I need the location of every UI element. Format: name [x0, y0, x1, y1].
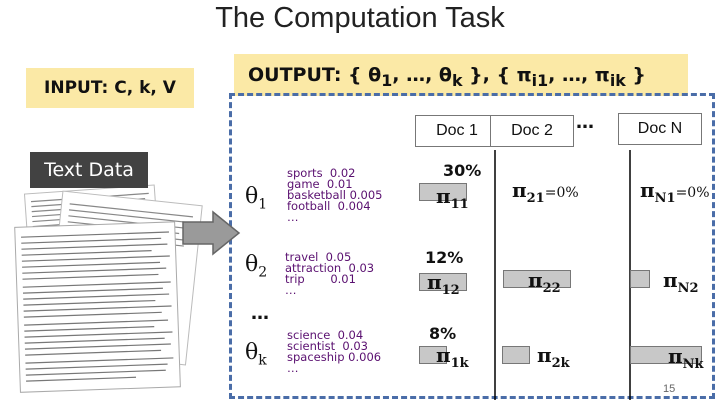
pi-12-symbol: π — [427, 270, 442, 294]
topic-k-word-1: science 0.04 — [287, 328, 364, 342]
pi-22-sub: 22 — [542, 281, 561, 296]
row-2-doc-1-bar — [419, 273, 467, 291]
row-1-percent: 30% — [443, 161, 482, 180]
topic-1-word-2: game 0.01 — [287, 177, 353, 191]
topic-k-word-3: spaceship 0.006 — [287, 350, 382, 364]
pi-11-sub: 11 — [450, 197, 469, 212]
output-theta-k: θ — [438, 64, 452, 86]
topic-1-word-5: … — [287, 210, 299, 224]
row-2-percent: 12% — [425, 248, 464, 267]
topic-1-theta: θ — [245, 184, 259, 209]
topic-1-word-4: football 0.004 — [287, 199, 371, 213]
page-front-lines — [21, 231, 174, 382]
docs-ellipsis: … — [576, 112, 595, 133]
output-region-border — [229, 93, 715, 399]
output-mid-1: , …, — [392, 64, 439, 86]
output-theta-1-sub: 1 — [381, 70, 393, 90]
output-pi-k: π — [594, 64, 610, 86]
topic-k-words: science 0.04 scientist 0.03 spaceship 0.… — [287, 328, 382, 375]
row-1-doc-2-pi: π21=0% — [512, 178, 579, 206]
pi-2k-symbol: π — [537, 343, 552, 367]
row-2-doc-n-pi: πN2 — [663, 268, 699, 296]
row-3-doc-n-bar — [630, 346, 702, 364]
topic-k-word-2: scientist 0.03 — [287, 339, 368, 353]
row-1-doc-1-bar — [419, 183, 467, 201]
topic-k-theta: θ — [245, 340, 259, 365]
pi-21-sub: 21 — [526, 191, 545, 206]
pi-n1-sub: N1 — [654, 191, 676, 206]
topic-2-theta: θ — [245, 252, 259, 277]
input-label: INPUT: C, k, V — [26, 68, 194, 108]
doc-2-label: Doc 2 — [490, 115, 574, 147]
output-theta-k-sub: k — [451, 70, 463, 90]
output-mid-3: , …, — [548, 64, 595, 86]
topic-2-words: travel 0.05 attraction 0.03 trip 0.01 … — [285, 250, 375, 297]
output-pi-k-sub: ik — [609, 70, 626, 90]
topic-1-words: sports 0.02 game 0.01 basketball 0.005 f… — [287, 166, 383, 224]
output-suffix: } — [625, 64, 646, 86]
row-2-doc-n-bar — [630, 270, 650, 288]
doc-n-label: Doc N — [618, 113, 702, 145]
page-number: 15 — [663, 383, 676, 395]
row-2-doc-1-pi: π12 — [427, 270, 460, 298]
row-2-doc-2-pi: π22 — [528, 268, 561, 296]
row-1-doc-n-pi: πN1=0% — [640, 178, 710, 206]
pi-nk-sub: Nk — [682, 357, 704, 372]
slide-title: The Computation Task — [215, 2, 505, 34]
output-pi-1: π — [516, 64, 532, 86]
topic-2-word-2: attraction 0.03 — [285, 261, 375, 275]
pi-12-sub: 12 — [441, 283, 460, 298]
row-2-doc-2-bar — [503, 270, 571, 288]
row-3-percent: 8% — [429, 324, 457, 343]
pi-n2-sub: N2 — [677, 281, 699, 296]
topic-2-word-1: travel 0.05 — [285, 250, 352, 264]
pi-n1-suffix: =0% — [675, 185, 710, 201]
output-mid-2: }, { — [462, 64, 517, 86]
document-pages-illustration — [14, 184, 203, 393]
row-3-doc-2-pi: π2k — [537, 343, 570, 371]
pi-22-symbol: π — [528, 268, 543, 292]
row-3-doc-n-pi: πNk — [668, 344, 704, 372]
pi-11-symbol: π — [436, 184, 451, 208]
topic-1-sub: 1 — [258, 196, 268, 213]
row-1-doc-1-pi: π11 — [436, 184, 469, 212]
topic-k-symbol: θk — [245, 340, 267, 368]
pi-n1-symbol: π — [640, 178, 655, 202]
pi-nk-symbol: π — [668, 344, 683, 368]
output-prefix: OUTPUT: { — [248, 64, 369, 86]
pi-n2-symbol: π — [663, 268, 678, 292]
right-arrow-icon — [182, 210, 241, 256]
text-data-label: Text Data — [30, 152, 148, 188]
row-3-doc-1-pi: π1k — [436, 343, 469, 371]
output-label: OUTPUT: { θ1, …, θk }, { πi1, …, πik } — [234, 54, 688, 96]
topic-k-word-4: … — [287, 361, 299, 375]
topic-2-sub: 2 — [258, 264, 268, 281]
pi-21-suffix: =0% — [544, 185, 579, 201]
topic-1-word-3: basketball 0.005 — [287, 188, 383, 202]
pi-1k-symbol: π — [436, 343, 451, 367]
pi-21-symbol: π — [512, 178, 527, 202]
topic-2-symbol: θ2 — [245, 252, 267, 280]
row-3-doc-2-bar — [502, 346, 530, 364]
topics-ellipsis: … — [251, 303, 270, 324]
output-pi-1-sub: i1 — [531, 70, 549, 90]
topic-1-word-1: sports 0.02 — [287, 166, 356, 180]
page-front — [14, 221, 181, 393]
topic-1-symbol: θ1 — [245, 184, 267, 212]
topic-2-word-3: trip 0.01 — [285, 272, 356, 286]
topic-2-word-4: … — [285, 283, 297, 297]
pi-2k-sub: 2k — [551, 356, 570, 371]
topic-k-sub: k — [258, 352, 267, 369]
pi-1k-sub: 1k — [450, 356, 469, 371]
doc-1-label: Doc 1 — [415, 115, 499, 147]
output-theta-1: θ — [368, 64, 382, 86]
row-3-doc-1-bar — [419, 346, 447, 364]
